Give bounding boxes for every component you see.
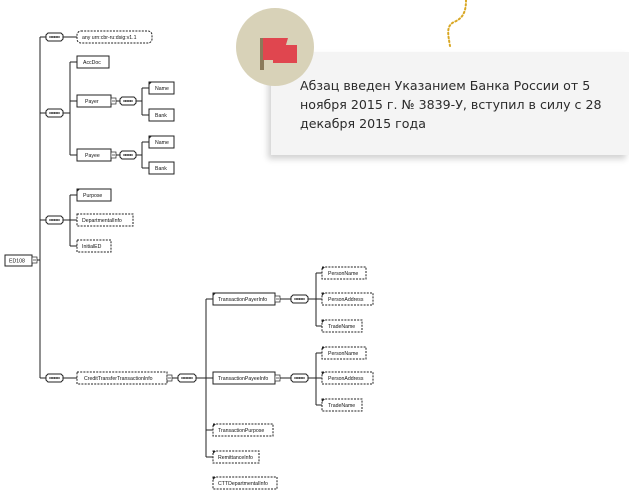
node-payer-bank: Bank	[148, 108, 175, 122]
node-label: TransactionPayeeInfo	[218, 376, 268, 382]
node-label: TransactionPayerInfo	[218, 297, 267, 303]
node-label: RemittanceInfo	[218, 455, 253, 461]
node-label: PersonName	[328, 351, 358, 357]
node-ctti: CreditTransferTransactionInfo	[76, 371, 173, 385]
node-label: Bank	[155, 166, 167, 172]
node-ed108: ED108	[4, 254, 38, 267]
node-label: TradeName	[328, 324, 355, 330]
node-label: Payer	[85, 99, 99, 105]
node-payee-bank: Bank	[148, 161, 175, 175]
node-label: PersonAddress	[328, 376, 364, 382]
node-label: InitialED	[82, 244, 102, 250]
node-label: Payee	[85, 153, 100, 159]
node-payee-name: Name	[148, 135, 175, 149]
node-payer-name: Name	[148, 81, 175, 95]
node-transaction-purpose: TransactionPurpose	[212, 423, 274, 437]
node-purpose: Purpose	[76, 188, 112, 202]
node-cttdepartmentalinfo: CTTDepartmentalInfo	[212, 476, 278, 490]
element-marker-icons	[77, 82, 325, 480]
node-tpayer-personname: PersonName	[321, 266, 367, 280]
node-label: TradeName	[328, 403, 355, 409]
node-label: PersonAddress	[328, 297, 364, 303]
node-any: any urn:cbr-ru:dsig:v1.1	[76, 30, 153, 44]
node-tpayee-tradename: TradeName	[321, 398, 363, 412]
node-departmentalinfo: DepartmentalInfo	[76, 213, 134, 227]
node-remittanceinfo: RemittanceInfo	[212, 450, 260, 464]
node-tpayer-personaddress: PersonAddress	[321, 292, 374, 306]
node-label: AccDoc	[83, 60, 101, 66]
note-text: Абзац введен Указанием Банка России от 5…	[300, 78, 602, 131]
node-label: Purpose	[83, 193, 102, 199]
node-transaction-payer-info: TransactionPayerInfo	[212, 292, 281, 306]
flag-icon	[260, 38, 297, 70]
node-tpayer-tradename: TradeName	[321, 319, 363, 333]
node-label: PersonName	[328, 271, 358, 277]
note-card	[271, 52, 629, 155]
node-label: CreditTransferTransactionInfo	[84, 376, 153, 382]
node-label: any urn:cbr-ru:dsig:v1.1	[82, 35, 137, 41]
node-tpayee-personname: PersonName	[321, 346, 367, 360]
node-label: ED108	[9, 259, 25, 265]
node-payee: Payee	[76, 148, 117, 162]
node-label: TransactionPurpose	[218, 428, 264, 434]
node-label: Name	[155, 86, 169, 92]
node-label: DepartmentalInfo	[82, 218, 122, 224]
node-accdoc: AccDoc	[76, 55, 110, 69]
dotted-curve-icon	[447, 0, 467, 47]
node-payer: Payer	[76, 94, 117, 108]
node-label: Name	[155, 140, 169, 146]
node-initialed: InitialED	[76, 239, 112, 253]
node-label: CTTDepartmentalInfo	[218, 481, 268, 487]
sequence-icon	[45, 32, 309, 383]
flag-badge	[236, 8, 314, 86]
node-tpayee-personaddress: PersonAddress	[321, 371, 374, 385]
node-transaction-payee-info: TransactionPayeeInfo	[212, 371, 281, 385]
node-label: Bank	[155, 113, 167, 119]
